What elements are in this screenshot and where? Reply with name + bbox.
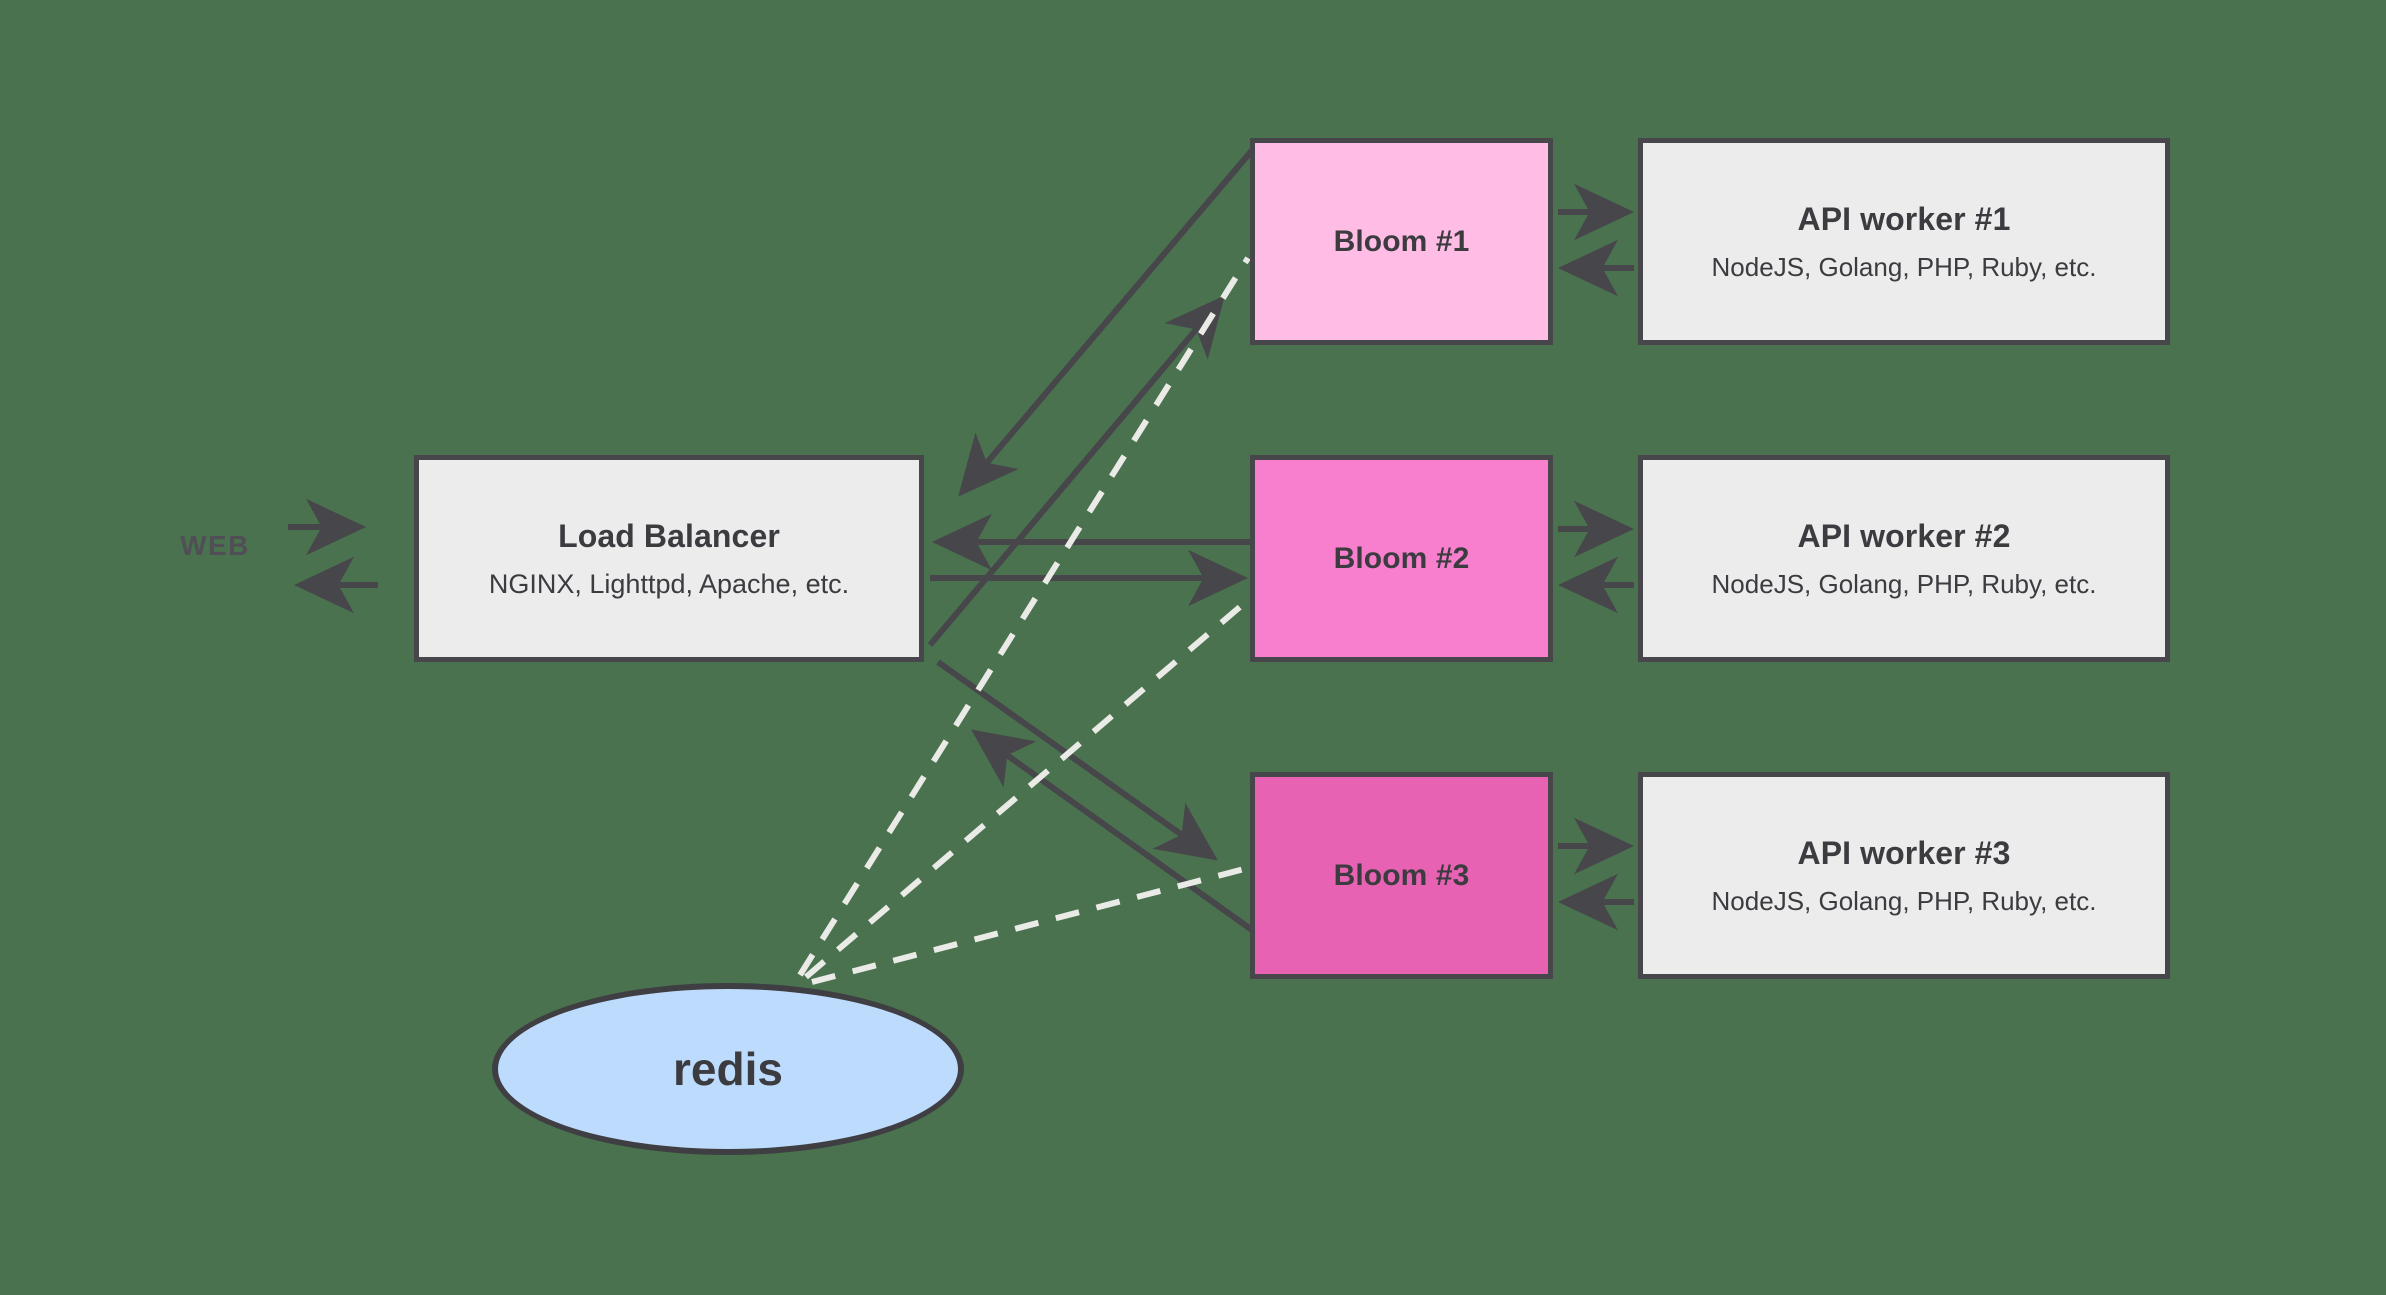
edge-lb-to-bloom1 (927, 295, 1225, 647)
node-load-balancer[interactable]: Load Balancer NGINX, Lighttpd, Apache, e… (414, 455, 924, 662)
edge-lb-to-bloom3 (936, 659, 1218, 861)
api-worker-1-subtitle: NodeJS, Golang, PHP, Ruby, etc. (1711, 251, 2097, 282)
load-balancer-subtitle: NGINX, Lighttpd, Apache, etc. (488, 568, 850, 599)
api-worker-2-title: API worker #2 (1797, 517, 2011, 554)
edge-redis-to-bloom2 (804, 597, 1250, 980)
edge-bloom1-to-lb (958, 146, 1257, 497)
node-redis[interactable]: redis (492, 983, 964, 1155)
node-api-worker-2[interactable]: API worker #2 NodeJS, Golang, PHP, Ruby,… (1638, 455, 2170, 662)
bloom-1-title: Bloom #1 (1333, 224, 1470, 258)
node-bloom-2[interactable]: Bloom #2 (1250, 455, 1553, 662)
web-entry-label: WEB (180, 530, 250, 561)
api-worker-3-subtitle: NodeJS, Golang, PHP, Ruby, etc. (1711, 885, 2097, 916)
node-api-worker-1[interactable]: API worker #1 NodeJS, Golang, PHP, Ruby,… (1638, 138, 2170, 345)
load-balancer-title: Load Balancer (558, 517, 780, 554)
api-worker-3-title: API worker #3 (1797, 834, 2011, 871)
node-api-worker-3[interactable]: API worker #3 NodeJS, Golang, PHP, Ruby,… (1638, 772, 2170, 979)
bloom-3-title: Bloom #3 (1333, 858, 1470, 892)
api-worker-2-subtitle: NodeJS, Golang, PHP, Ruby, etc. (1711, 568, 2097, 599)
node-bloom-1[interactable]: Bloom #1 (1250, 138, 1553, 345)
api-worker-1-title: API worker #1 (1797, 200, 2011, 237)
bloom-2-title: Bloom #2 (1333, 541, 1470, 575)
node-bloom-3[interactable]: Bloom #3 (1250, 772, 1553, 979)
edge-redis-to-bloom3 (811, 865, 1249, 985)
edge-redis-to-bloom1 (797, 256, 1251, 977)
edge-bloom3-to-lb (971, 729, 1254, 933)
redis-title: redis (673, 1043, 783, 1095)
